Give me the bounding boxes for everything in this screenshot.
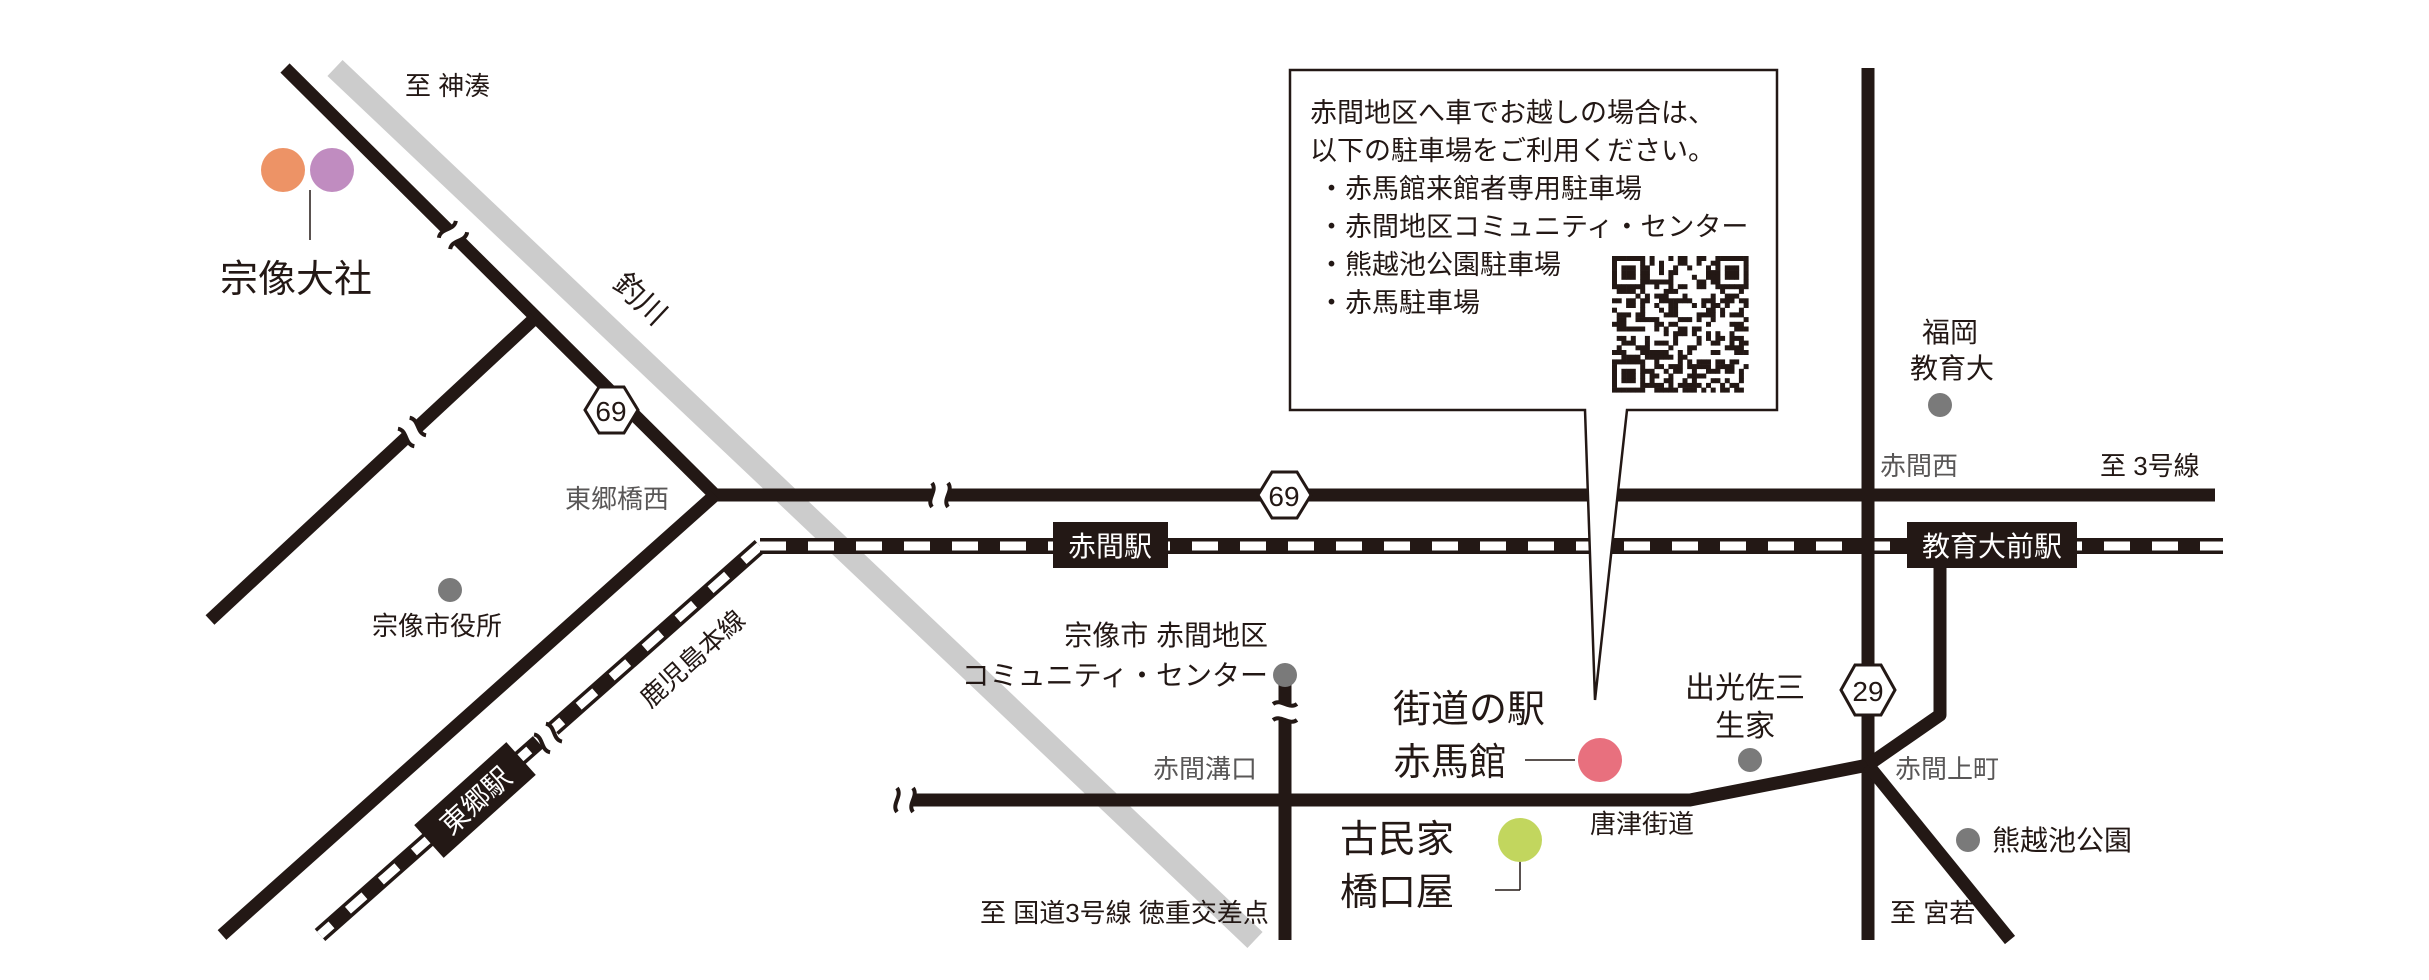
label-akama-nishi: 赤間西 bbox=[1880, 451, 1958, 481]
label-community-2: コミュニティ・センター bbox=[962, 660, 1268, 691]
kumagoe-park-dot bbox=[1956, 828, 1980, 852]
callout-line-2: 以下の駐車場をご利用ください。 bbox=[1310, 136, 1715, 166]
karatsu-kaido bbox=[905, 758, 1870, 807]
label-kominka-1: 古民家 bbox=[1340, 817, 1454, 861]
label-kumagoe-park: 熊越池公園 bbox=[1992, 825, 2132, 856]
roads bbox=[205, 63, 2215, 945]
svg-text:29: 29 bbox=[1852, 676, 1883, 707]
callout-line-1: 赤間地区へ車でお越しの場合は、 bbox=[1310, 98, 1715, 128]
label-munakata-taisha: 宗像大社 bbox=[220, 257, 372, 301]
tsurigawa-river bbox=[327, 60, 1263, 948]
idemitsu-dot bbox=[1738, 748, 1762, 772]
label-shiyakusho: 宗像市役所 bbox=[372, 611, 502, 641]
togo-station-box: 東郷駅 bbox=[414, 742, 536, 858]
label-fukuoka-kyoiku-1: 福岡 bbox=[1922, 317, 1978, 348]
callout-item-2: ・赤間地区コミュニティ・センター bbox=[1318, 212, 1748, 242]
qr-code[interactable] bbox=[1612, 256, 1749, 393]
kaido-no-eki-dot bbox=[1578, 738, 1622, 782]
label-akama-kamimachi: 赤間上町 bbox=[1895, 754, 1999, 784]
label-kaido-no-eki-2: 赤馬館 bbox=[1393, 740, 1507, 784]
label-higashigo-hashinishi: 東郷橋西 bbox=[565, 484, 669, 514]
route-shield-69-upper: 69 bbox=[583, 385, 640, 435]
label-to-miyawaka: 至 宮若 bbox=[1890, 898, 1975, 928]
akama-station-box: 赤間駅 bbox=[1053, 522, 1168, 568]
label-community-1: 宗像市 赤間地区 bbox=[1064, 620, 1268, 651]
label-to-kaminato: 至 神湊 bbox=[405, 71, 490, 101]
road-kyoiku bbox=[1864, 560, 1947, 771]
svg-text:69: 69 bbox=[1268, 481, 1299, 512]
route69-diagonal bbox=[280, 63, 720, 500]
callout-item-1: ・赤馬館来館者専用駐車場 bbox=[1318, 174, 1642, 204]
fukuoka-kyoiku-dot bbox=[1928, 393, 1952, 417]
callout-item-3: ・熊越池公園駐車場 bbox=[1318, 250, 1561, 280]
label-kagoshima-line: 鹿児島本線 bbox=[634, 604, 751, 713]
label-kominka-2: 橋口屋 bbox=[1340, 870, 1454, 914]
label-kaido-no-eki-1: 街道の駅 bbox=[1393, 687, 1545, 731]
label-fukuoka-kyoiku-2: 教育大 bbox=[1910, 353, 1994, 384]
shiyakusho-dot bbox=[438, 578, 462, 602]
route-shield-29: 29 bbox=[1839, 663, 1897, 717]
label-to-route3: 至 3号線 bbox=[2100, 451, 2200, 481]
label-idemitsu-2: 生家 bbox=[1715, 710, 1775, 743]
callout-item-4: ・赤馬駐車場 bbox=[1318, 288, 1480, 318]
kominka-dot bbox=[1498, 818, 1542, 862]
munakata-taisha-dot-purple bbox=[310, 148, 354, 192]
route-shield-69-main: 69 bbox=[1256, 470, 1313, 520]
community-center-dot bbox=[1273, 663, 1297, 687]
label-akama-mizoguchi: 赤間溝口 bbox=[1153, 754, 1257, 784]
label-karatsu-kaido: 唐津街道 bbox=[1590, 809, 1694, 839]
label-to-tokushige: 至 国道3号線 徳重交差点 bbox=[980, 898, 1269, 928]
road-to-miyawaka bbox=[1862, 760, 2016, 945]
munakata-taisha-dot-orange bbox=[261, 148, 305, 192]
kyoiku-station-box: 教育大前駅 bbox=[1907, 522, 2077, 568]
road-to-togo bbox=[217, 490, 720, 940]
label-idemitsu-1: 出光佐三 bbox=[1685, 672, 1805, 705]
road-upper-left bbox=[205, 313, 540, 625]
road-breaks bbox=[396, 219, 1299, 814]
svg-text:69: 69 bbox=[595, 396, 626, 427]
svg-text:赤間駅: 赤間駅 bbox=[1068, 531, 1152, 562]
svg-text:教育大前駅: 教育大前駅 bbox=[1922, 531, 2062, 562]
parking-callout bbox=[1288, 68, 1779, 701]
